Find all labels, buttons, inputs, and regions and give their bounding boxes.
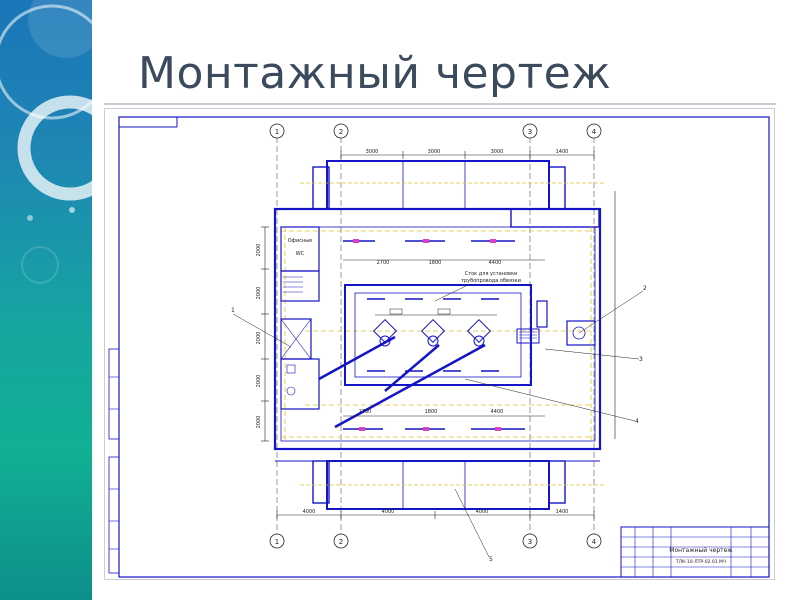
dimension-label: 2000 [256, 332, 262, 345]
dimension-label: 2700 [359, 409, 372, 415]
axis-marker: 1 [275, 538, 279, 546]
installation-drawing: 1 2 3 4 1 2 3 4 3000 3000 3000 1400 [104, 108, 775, 580]
dimension-label: 2000 [256, 375, 262, 388]
callout-label: 1 [231, 307, 235, 314]
dimension-label: 2700 [377, 260, 390, 266]
dimension-label: 3000 [428, 149, 441, 155]
decorative-rings-icon [0, 0, 92, 284]
dimension-label: 2000 [256, 416, 262, 429]
axis-marker: 1 [275, 128, 279, 136]
lower-fixture-row [343, 427, 525, 431]
callout-label: 3 [639, 356, 643, 363]
dimension-label: 2000 [256, 244, 262, 257]
title-block-code: ТЛК-10-ЛТР-02.01 МЧ [675, 559, 726, 565]
dimension-label: 4400 [491, 409, 504, 415]
dimension-label: 1400 [556, 149, 569, 155]
axis-marker: 3 [528, 128, 532, 136]
boiler-room [566, 320, 596, 346]
dimension-label: 4000 [303, 509, 316, 515]
slide-title: Монтажный чертеж [138, 48, 612, 99]
side-stamp-lower [108, 456, 120, 574]
office-room [280, 226, 320, 272]
callout-label: 2 [643, 285, 647, 292]
installation-note: Сток для установки [465, 271, 518, 277]
room-label: Офисные [288, 238, 313, 244]
dimension-label: 3000 [366, 149, 379, 155]
dimension-label: 1800 [425, 409, 438, 415]
rotary-booms [318, 335, 486, 429]
callout-label: 5 [489, 556, 493, 563]
axis-marker: 2 [339, 128, 343, 136]
axis-marker: 4 [592, 128, 597, 136]
dimension-label: 2000 [256, 287, 262, 300]
upper-fixture-row [343, 239, 515, 243]
top-annex [326, 160, 550, 210]
title-block-name: Монтажный чертеж [669, 547, 733, 554]
main-hall-walls [273, 207, 602, 451]
title-divider [104, 103, 776, 105]
dimension-label: 1400 [556, 509, 569, 515]
slide-decoration-sidebar [0, 0, 92, 600]
callout-leaders [232, 290, 644, 558]
dimension-label: 4000 [382, 509, 395, 515]
wash-units [372, 318, 492, 347]
drawing-border [118, 116, 770, 578]
installation-note: трубопровода обвязки [461, 278, 521, 284]
dimension-label: 4400 [489, 260, 502, 266]
dimension-label: 1800 [429, 260, 442, 266]
dimension-label: 3000 [491, 149, 504, 155]
axis-marker: 3 [528, 538, 532, 546]
room-label: WC [296, 251, 305, 257]
axis-marker: 2 [339, 538, 343, 546]
axis-marker: 4 [592, 538, 597, 546]
side-stamp-upper [108, 348, 120, 440]
title-block: Монтажный чертеж ТЛК-10-ЛТР-02.01 МЧ [620, 526, 770, 578]
dimension-label: 4000 [476, 509, 489, 515]
callout-label: 4 [635, 418, 639, 425]
